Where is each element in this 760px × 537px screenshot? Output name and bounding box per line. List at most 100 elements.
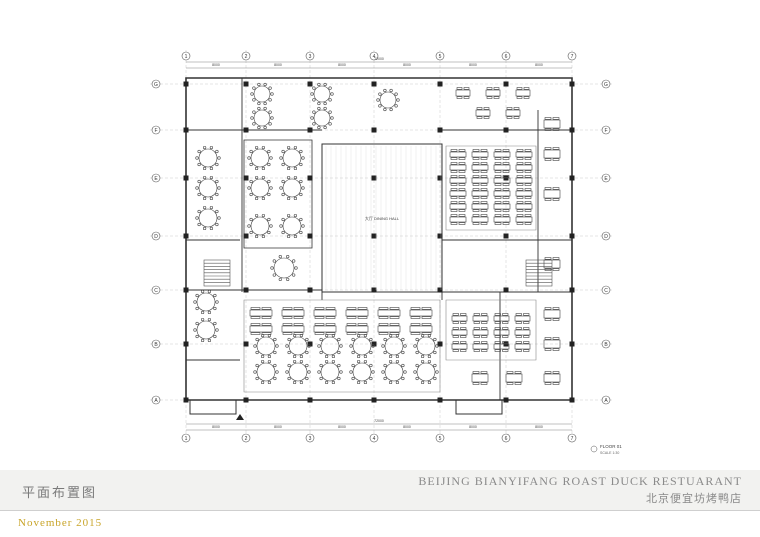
chair <box>293 307 304 310</box>
axis-label: 4 <box>373 436 376 442</box>
chair <box>247 224 251 228</box>
chair <box>337 363 341 368</box>
chair <box>516 214 524 217</box>
chair <box>421 307 432 310</box>
chair <box>215 300 219 304</box>
chair <box>523 313 530 316</box>
chair <box>317 370 321 374</box>
chair <box>389 359 393 364</box>
dimension-text: 8000 <box>535 425 543 429</box>
chair <box>433 376 437 381</box>
chair <box>494 162 502 165</box>
column <box>243 397 249 403</box>
chair <box>282 307 293 310</box>
column <box>183 287 189 293</box>
chair <box>452 313 459 316</box>
chair <box>515 335 522 338</box>
chair <box>486 87 493 90</box>
chair <box>269 224 273 228</box>
chair <box>339 370 343 374</box>
chair <box>486 96 493 99</box>
chair <box>502 349 509 352</box>
chair <box>480 170 488 173</box>
chair <box>463 87 470 90</box>
dimension-text: 8000 <box>274 63 282 67</box>
chair <box>207 338 211 343</box>
round-table <box>282 216 302 236</box>
chair <box>552 268 560 271</box>
chair <box>197 192 201 197</box>
axis-bubble <box>241 51 251 61</box>
chair <box>217 186 221 190</box>
chair <box>473 327 480 330</box>
chair <box>524 183 532 186</box>
column <box>569 175 575 181</box>
chair <box>523 87 530 90</box>
chair <box>427 380 431 385</box>
chair <box>544 371 552 374</box>
round-table <box>198 178 218 198</box>
chair <box>389 354 393 359</box>
chair <box>293 323 304 326</box>
chair <box>389 307 400 310</box>
axis-label: F <box>604 128 607 134</box>
chair <box>346 307 357 310</box>
chair <box>215 162 219 167</box>
rect-table <box>543 339 561 349</box>
chair <box>287 337 291 342</box>
chair <box>261 380 265 385</box>
chair <box>458 162 466 165</box>
chair <box>544 187 552 190</box>
axis-bubble <box>151 173 161 183</box>
chair <box>452 341 459 344</box>
column <box>307 397 313 403</box>
chair <box>287 175 291 180</box>
chair <box>493 96 500 99</box>
rect-table <box>409 309 433 317</box>
chair <box>415 363 419 368</box>
chair <box>263 82 267 87</box>
chair <box>363 354 367 359</box>
chair <box>351 350 355 355</box>
column <box>437 81 443 87</box>
chair <box>481 327 488 330</box>
chair <box>480 214 488 217</box>
round-table <box>250 216 270 236</box>
rect-table <box>471 164 489 171</box>
chair <box>552 348 560 351</box>
chair <box>255 145 259 150</box>
chair <box>250 307 261 310</box>
chair <box>544 318 552 321</box>
chair <box>494 157 502 160</box>
chair <box>389 332 400 335</box>
rect-table <box>449 164 467 171</box>
chair <box>472 188 480 191</box>
chair <box>433 350 437 355</box>
chair <box>203 196 207 201</box>
chair <box>299 179 303 184</box>
chair <box>287 145 291 150</box>
dimension-text: 8000 <box>469 63 477 67</box>
chair <box>263 101 267 106</box>
chair <box>255 196 259 201</box>
chair <box>249 192 253 197</box>
chair <box>217 156 221 160</box>
chair <box>201 338 205 343</box>
axis-label: G <box>154 82 158 88</box>
chair <box>253 370 257 374</box>
chair <box>305 363 309 368</box>
rect-table <box>377 325 401 333</box>
chair <box>325 359 329 364</box>
chair <box>544 158 552 161</box>
chair <box>483 107 490 110</box>
chair <box>331 359 335 364</box>
chair <box>456 96 463 99</box>
chair <box>427 354 431 359</box>
chair <box>494 335 501 338</box>
chair <box>524 149 532 152</box>
axis-label: 7 <box>571 436 574 442</box>
round-table <box>384 362 404 382</box>
column <box>569 81 575 87</box>
axis-bubble <box>601 339 611 349</box>
axis-bubble <box>435 433 445 443</box>
